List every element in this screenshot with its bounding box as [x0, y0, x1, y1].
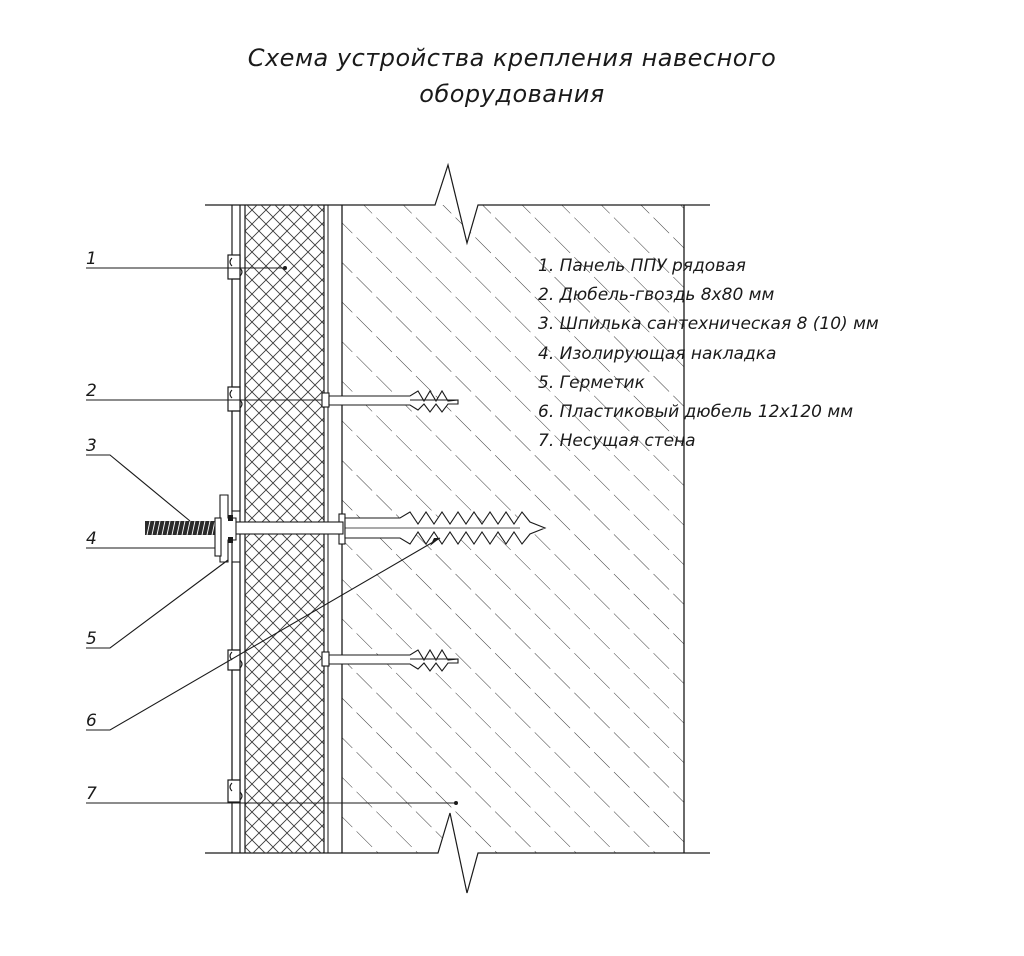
top-break-line: [205, 162, 710, 246]
callout-6: 6: [86, 711, 97, 731]
sealant: [228, 515, 233, 543]
callout-1: 1: [86, 249, 97, 269]
callout-4: 4: [86, 529, 97, 549]
leader-arrow: [430, 538, 440, 546]
callout-3: 3: [86, 436, 97, 456]
legend: 1. Панель ППУ рядовая 2. Дюбель-гвоздь 8…: [538, 252, 879, 456]
legend-item-4: 4. Изолирующая накладка: [538, 343, 777, 364]
legend-item-3: 3. Шпилька сантехническая 8 (10) мм: [538, 314, 879, 335]
diagram-title-line-2: оборудования: [419, 80, 605, 108]
callout-5: 5: [86, 629, 97, 649]
legend-item-5: 5. Герметик: [538, 372, 645, 393]
legend-item-7: 7. Несущая стена: [538, 431, 696, 452]
threaded-stud: [145, 520, 520, 536]
diagram-title-line-1: Схема устройства крепления навесного: [247, 44, 777, 72]
callout-2: 2: [86, 381, 97, 401]
legend-item-2: 2. Дюбель-гвоздь 8х80 мм: [538, 285, 775, 306]
callout-leaders: [86, 267, 456, 804]
nail-dowel-lower: [321, 648, 459, 672]
callout-7: 7: [86, 784, 97, 804]
nail-dowel-upper: [321, 389, 459, 413]
legend-item-6: 6. Пластиковый дюбель 12х120 мм: [538, 402, 854, 423]
bottom-break-line: [205, 812, 710, 894]
legend-item-1: 1. Панель ППУ рядовая: [538, 256, 746, 276]
insulating-pad: [214, 494, 237, 563]
